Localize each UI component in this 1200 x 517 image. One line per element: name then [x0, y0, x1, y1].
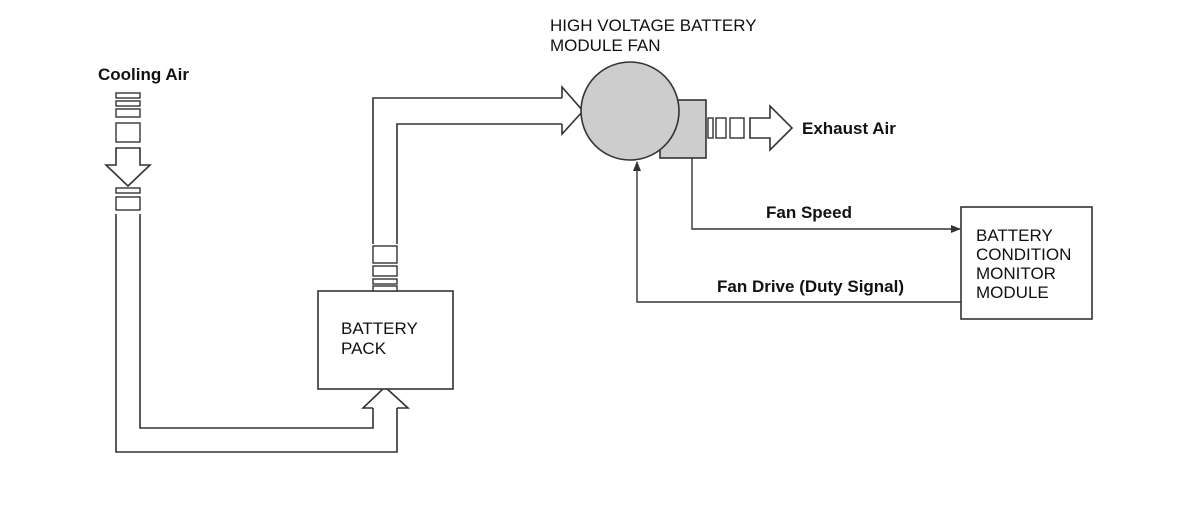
monitor-module-box — [960, 206, 1093, 320]
battery-pack-line2: PACK — [341, 339, 387, 358]
cooling-air-label: Cooling Air — [98, 65, 189, 84]
outlet-duct-inner — [396, 123, 562, 244]
outlet-duct-outer — [372, 97, 562, 244]
exhaust-right-arrow — [749, 104, 794, 152]
fan-speed-wire — [691, 158, 961, 233]
fan-title-line1: HIGH VOLTAGE BATTERY — [550, 16, 757, 35]
monitor-module-line2: CONDITION — [976, 245, 1071, 264]
battery-inlet-up-arrow — [361, 385, 411, 409]
fan-speed-label: Fan Speed — [766, 203, 852, 222]
fan-drive-label: Fan Drive (Duty Signal) — [717, 277, 904, 296]
cooling-air-intake-segments — [115, 92, 141, 143]
intake-duct-inner — [139, 214, 374, 429]
monitor-module-line1: BATTERY — [976, 226, 1053, 245]
exhaust-air-label: Exhaust Air — [802, 119, 896, 138]
fan-title-line2: MODULE FAN — [550, 36, 661, 55]
battery-pack-box — [317, 290, 454, 390]
intake-duct-outer — [115, 214, 398, 453]
battery-module-fan-icon — [580, 61, 680, 161]
duct-inlet-segments — [115, 187, 141, 211]
fan-inlet-right-arrow — [561, 84, 585, 137]
battery-pack-line1: BATTERY — [341, 319, 418, 338]
monitor-module-line4: MODULE — [976, 283, 1049, 302]
cooling-air-down-arrow — [104, 147, 152, 188]
battery-outlet-segments — [372, 245, 398, 292]
fan-drive-wire — [633, 161, 961, 303]
monitor-module-line3: MONITOR — [976, 264, 1056, 283]
exhaust-segments — [707, 117, 745, 139]
